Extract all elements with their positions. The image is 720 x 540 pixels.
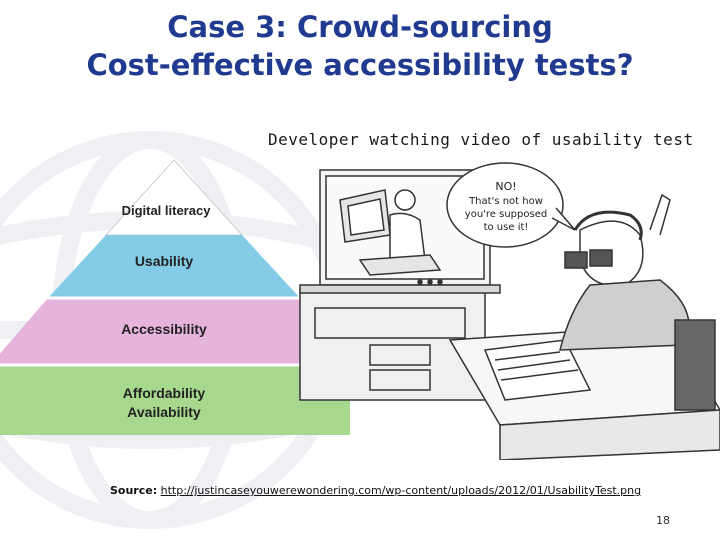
developer-body — [559, 279, 690, 351]
pyramid-label-availability: Availability — [127, 404, 201, 420]
source-citation: Source: http://justincaseyouwerewonderin… — [110, 484, 641, 497]
office-chair — [674, 319, 716, 411]
pyramid-label-digital-literacy: Digital literacy — [122, 203, 212, 218]
pyramid-tier-affordability — [0, 365, 350, 435]
pyramid-label-usability: Usability — [135, 253, 194, 269]
title-line-2: Cost-effective accessibility tests? — [86, 48, 634, 82]
title-line-1: Case 3: Crowd-sourcing — [167, 10, 553, 44]
pyramid-tip — [104, 159, 244, 236]
speech-bubble: NO! That's not how you're supposed to us… — [446, 162, 576, 248]
page-title: Case 3: Crowd-sourcing Cost-effective ac… — [0, 8, 720, 84]
image-caption: Developer watching video of usability te… — [268, 130, 694, 149]
pyramid-label-accessibility: Accessibility — [121, 321, 207, 337]
developer-cartoon-illustration: NO! That's not how you're supposed to us… — [299, 162, 720, 460]
pyramid-tier-usability — [48, 235, 300, 298]
page-number: 18 — [656, 514, 670, 527]
pyramid-label-affordability: Affordability — [123, 385, 206, 401]
speech-line-4: to use it! — [484, 222, 529, 233]
pyramid-tier-accessibility — [0, 298, 350, 365]
speech-line-2: That's not how — [468, 196, 543, 207]
speech-line-1: NO! — [495, 180, 516, 193]
source-label: Source: — [110, 484, 158, 497]
source-link[interactable]: http://justincaseyouwerewondering.com/wp… — [160, 484, 642, 497]
digital-literacy-pyramid: Digital literacy Usability Accessibility… — [0, 159, 350, 435]
speech-line-3: you're supposed — [465, 209, 547, 220]
